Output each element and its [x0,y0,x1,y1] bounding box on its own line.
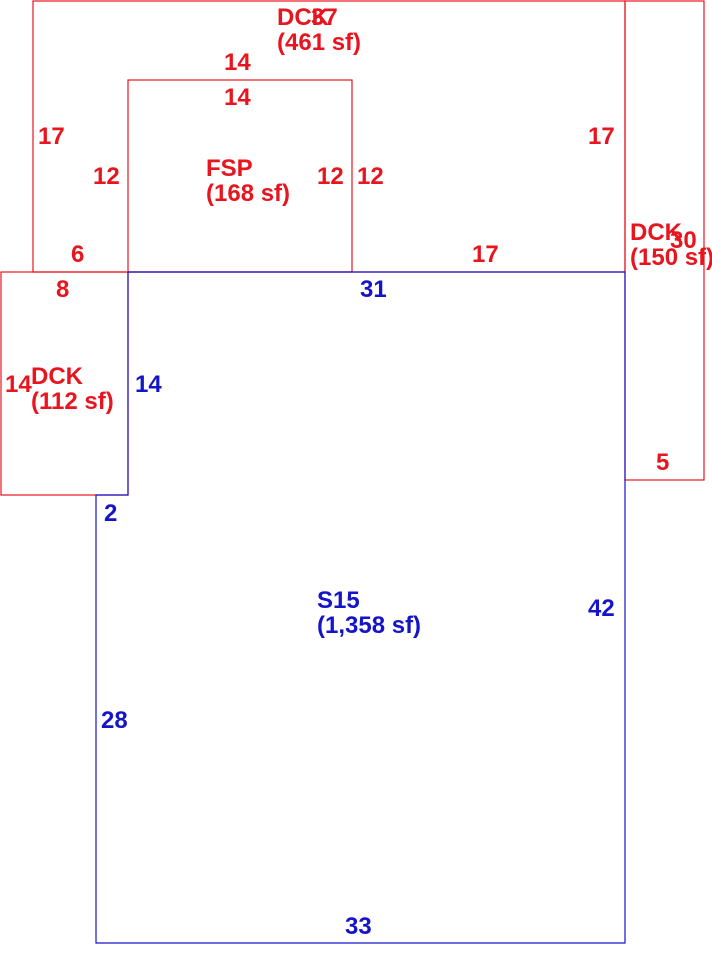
dim-s15-jog: 2 [104,500,117,527]
dim-s15-left-upper: 14 [135,371,162,398]
fsp-code: FSP [206,155,253,182]
dim-fsp-right: 12 [317,163,344,190]
s15-area: (1,358 sf) [317,612,421,639]
dim-dck-left-top: 8 [56,276,69,303]
dim-dck-top-notch-left: 12 [93,163,120,190]
red-outlines [0,0,705,496]
dck-top-area: (461 sf) [277,29,361,56]
dck-right-outline [624,0,705,481]
dim-dck-top-notch-top: 14 [224,49,251,76]
dim-dck-right-side: 30 [670,227,697,254]
dim-s15-left-lower: 28 [101,707,128,734]
dim-s15-bottom: 33 [345,913,372,940]
dim-dck-top-left: 17 [38,123,65,150]
dim-dck-top-inner-right: 17 [472,241,499,268]
dim-fsp-top: 14 [224,84,251,111]
dim-dck-top-top: 37 [311,4,338,31]
dim-dck-top-right: 17 [588,123,615,150]
dim-dck-top-inner-left: 6 [71,241,84,268]
dim-s15-top: 31 [360,276,387,303]
dim-dck-top-notch-right: 12 [357,163,384,190]
s15-code: S15 [317,587,360,614]
dck-right-code: DCK [630,219,683,246]
dck-left-code: DCK [31,363,84,390]
dck-left-area: (112 sf) [31,388,114,415]
dim-dck-left-left: 14 [5,371,32,398]
dck-top-code: DCK [277,4,330,31]
dck-right-area: (150 sf) [630,244,712,271]
fsp-area: (168 sf) [206,180,290,207]
dim-s15-right: 42 [588,595,615,622]
dim-dck-right-bottom: 5 [656,449,669,476]
s15-outline [95,271,626,944]
